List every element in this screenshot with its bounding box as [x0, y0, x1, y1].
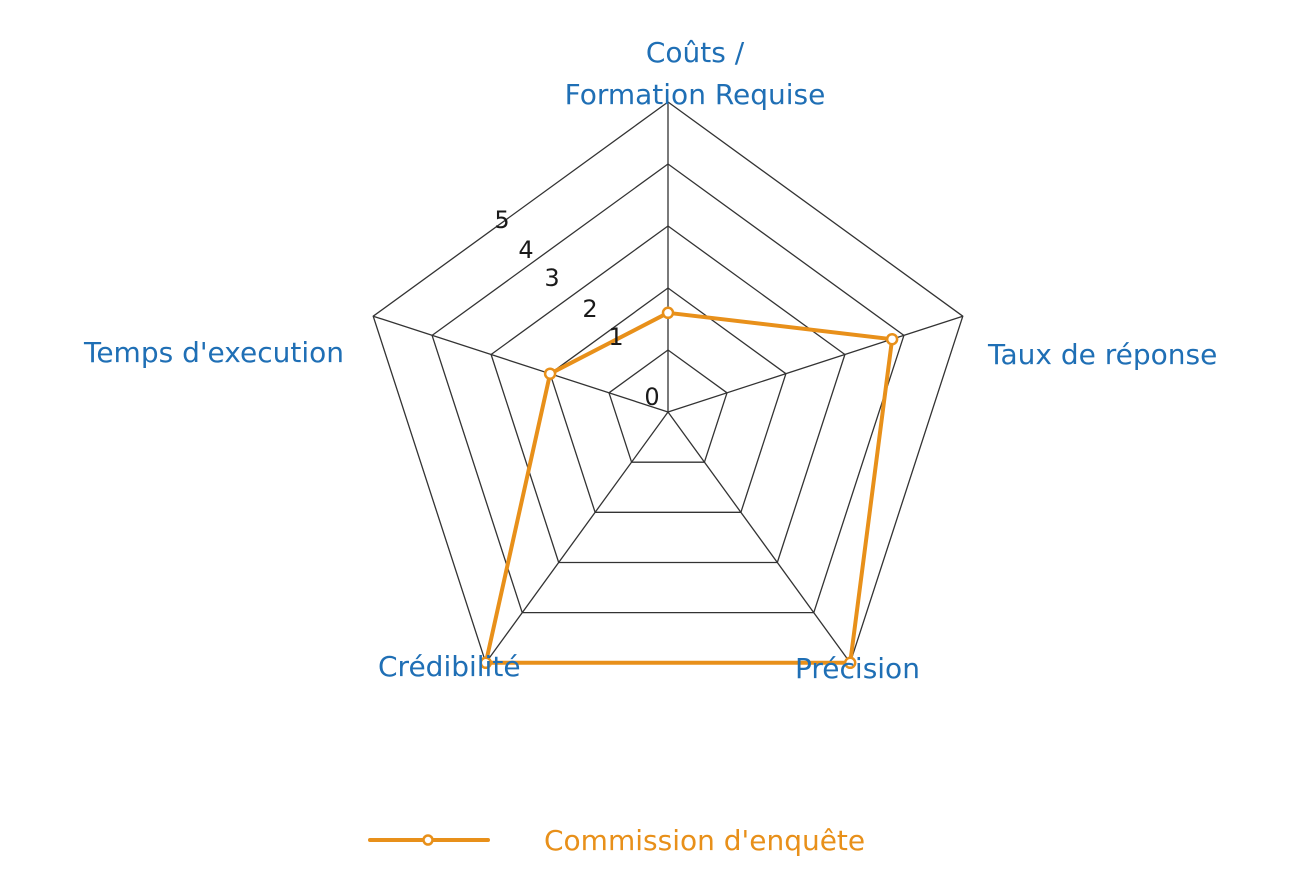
series-point-2 [885, 332, 899, 346]
series-point-4 [479, 656, 493, 670]
tick-label-2: 2 [582, 295, 597, 323]
series-point-3 [843, 656, 857, 670]
grid-ring-1 [608, 349, 728, 463]
legend-label: Commission d'enquête [544, 824, 865, 857]
series-point-5 [543, 367, 557, 380]
tick-label-5: 5 [494, 206, 509, 234]
tick-label-3: 3 [544, 264, 559, 292]
axis-label-line: Coûts / [646, 36, 745, 69]
axis-label-2: Taux de réponse [987, 338, 1217, 371]
grid-ring-3 [490, 225, 846, 564]
axis-label-4: Crédibilité [378, 650, 521, 683]
axis-label-line: Crédibilité [378, 650, 521, 683]
tick-label-0: 0 [644, 383, 659, 411]
grid-spoke-2 [667, 315, 964, 413]
radar-grid [372, 101, 964, 664]
legend-swatch-marker [422, 834, 434, 846]
axis-label-3: Précision [795, 652, 920, 685]
legend: Commission d'enquête [368, 824, 865, 857]
axis-label-line: Précision [795, 652, 920, 685]
axis-label-line: Temps d'execution [83, 336, 344, 369]
tick-label-4: 4 [518, 236, 533, 264]
axis-label-line: Taux de réponse [987, 338, 1217, 371]
grid-spoke-5 [372, 315, 669, 413]
tick-label-1: 1 [608, 323, 623, 351]
axis-label-line: Formation Requise [565, 78, 826, 111]
grid-spoke-4 [485, 411, 669, 664]
axis-label-5: Temps d'execution [83, 336, 344, 369]
axis-label-1: Coûts / Formation Requise [565, 36, 826, 111]
grid-spoke-3 [667, 411, 851, 664]
radar-series [479, 306, 899, 670]
grid-ring-4 [431, 163, 905, 614]
series-point-1 [661, 306, 675, 320]
series-line-1 [483, 310, 895, 665]
grid-ring-2 [549, 287, 787, 513]
